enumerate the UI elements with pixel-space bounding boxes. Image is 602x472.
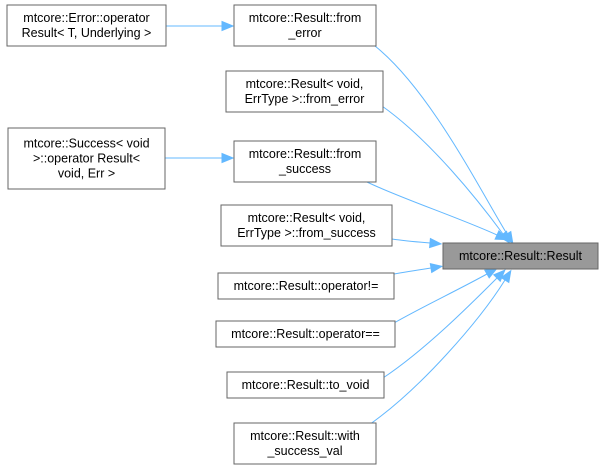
edge-from-success-to-result xyxy=(366,181,509,241)
edge-line xyxy=(391,238,431,244)
node-label-line: mtcore::Result::from xyxy=(249,11,362,25)
node-label-line: _error xyxy=(287,26,321,40)
edge-op-neq-to-result xyxy=(393,262,444,275)
node-label-line: _success_val xyxy=(266,444,342,458)
edge-with-success-val-to-result xyxy=(365,269,512,428)
node-box xyxy=(233,4,377,47)
edge-line xyxy=(365,279,506,428)
edge-void-from-error-to-result xyxy=(381,105,511,244)
node-label-line: mtcore::Result< void, xyxy=(248,211,366,225)
node-box xyxy=(7,127,166,190)
node-label-line: mtcore::Error::operator xyxy=(23,11,149,25)
edge-line xyxy=(393,267,432,275)
node-label-line: mtcore::Result< void, xyxy=(246,77,364,91)
node-box xyxy=(215,320,396,348)
node-label-line: mtcore::Result::from xyxy=(249,147,362,161)
arrowhead xyxy=(494,230,509,241)
arrowhead xyxy=(221,20,235,32)
node-label-line: mtcore::Result::operator!= xyxy=(234,279,379,293)
arrowhead xyxy=(429,237,443,249)
node-label-line: ErrType >::from_success xyxy=(237,226,376,240)
node-box xyxy=(226,371,385,399)
node-success-op[interactable]: mtcore::Success< void>::operator Result<… xyxy=(7,127,166,190)
node-to-void[interactable]: mtcore::Result::to_void xyxy=(226,371,385,399)
node-box xyxy=(233,140,377,183)
edge-to-void-to-result xyxy=(382,269,506,379)
edge-line xyxy=(381,105,504,235)
arrowhead xyxy=(500,269,512,284)
node-with-success-val[interactable]: mtcore::Result::with_success_val xyxy=(233,422,377,465)
node-label-line: mtcore::Result::operator== xyxy=(231,327,380,341)
arrowhead xyxy=(492,269,506,283)
node-op-neq[interactable]: mtcore::Result::operator!= xyxy=(217,272,395,300)
node-label-line: ErrType >::from_error xyxy=(245,92,365,106)
edge-void-from-success-to-result xyxy=(391,237,443,249)
edge-line xyxy=(382,277,498,379)
node-label-line: mtcore::Result::with xyxy=(250,429,360,443)
node-label-line: >::operator Result< xyxy=(33,152,140,166)
edge-line xyxy=(393,273,488,324)
edge-op-eq-to-result xyxy=(393,268,498,324)
node-from-success[interactable]: mtcore::Result::from_success xyxy=(233,140,377,183)
node-void-from-success[interactable]: mtcore::Result< void,ErrType >::from_suc… xyxy=(220,204,393,247)
node-from-error[interactable]: mtcore::Result::from_error xyxy=(233,4,377,47)
node-box xyxy=(220,204,393,247)
node-box xyxy=(225,70,384,113)
node-box xyxy=(233,422,377,465)
edge-line xyxy=(366,181,498,236)
node-label-line: void, Err > xyxy=(58,167,115,181)
node-label-line: _success xyxy=(278,162,331,176)
arrowhead xyxy=(429,262,444,274)
node-label-line: mtcore::Result::to_void xyxy=(242,378,370,392)
node-label-line: mtcore::Result::Result xyxy=(459,249,582,263)
node-box xyxy=(6,4,167,47)
node-box xyxy=(442,242,599,270)
arrowhead xyxy=(221,152,235,164)
edge-line xyxy=(374,45,508,235)
node-box xyxy=(217,272,395,300)
node-label-line: mtcore::Success< void xyxy=(23,137,149,151)
node-label-line: Result< T, Underlying > xyxy=(22,26,152,40)
edge-error-op-to-from-error xyxy=(166,20,235,32)
edge-success-op-to-from-success xyxy=(165,152,235,164)
node-op-eq[interactable]: mtcore::Result::operator== xyxy=(215,320,396,348)
node-void-from-error[interactable]: mtcore::Result< void,ErrType >::from_err… xyxy=(225,70,384,113)
node-result: mtcore::Result::Result xyxy=(442,242,599,270)
